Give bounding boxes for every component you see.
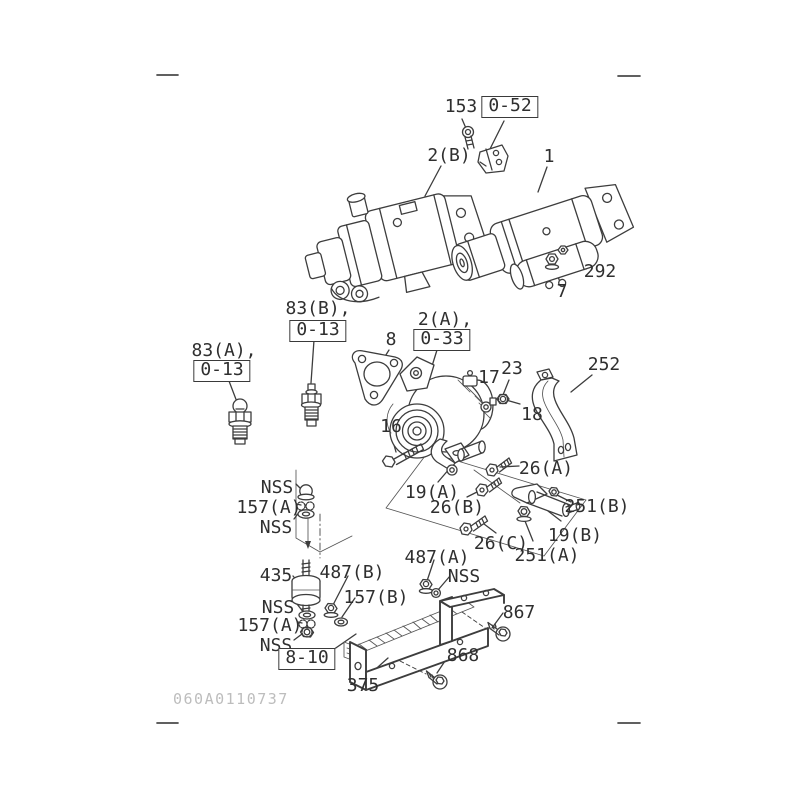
bolt-153-drawing	[461, 125, 475, 150]
nut-487a-drawing	[418, 578, 442, 599]
nut-251b-drawing	[548, 486, 560, 497]
part-label-16: 16	[380, 416, 402, 437]
part-label-1: 1	[543, 146, 555, 167]
bracket-0-52-drawing	[477, 144, 509, 174]
nut-251a-drawing	[516, 505, 532, 523]
part-label-18: 18	[521, 404, 543, 425]
down-arrow-icon	[305, 541, 311, 549]
part-label-153: 153	[444, 96, 478, 117]
bolt-867-drawing	[487, 621, 511, 642]
part-label-7: 7	[556, 281, 568, 302]
starter-motor-drawing	[451, 183, 635, 290]
nut-7-drawing	[544, 253, 560, 270]
section-ref-0-33: 0-33	[413, 329, 471, 351]
part-label-nss-3: NSS	[259, 517, 293, 538]
part-label-487a: 487(A)	[404, 547, 470, 568]
drawing-code: 060A0110737	[173, 690, 289, 708]
bracket-375-drawing	[349, 588, 505, 691]
washer-157b-drawing	[333, 617, 349, 627]
section-ref-8-10: 8-10	[278, 648, 336, 670]
part-label-157a-1: 157(A)	[236, 497, 302, 518]
generator-2b-drawing	[304, 192, 489, 303]
part-label-252: 252	[587, 354, 621, 375]
part-label-nss-1: NSS	[447, 566, 481, 587]
part-label-83a: 83(A),	[191, 340, 257, 361]
generator-2a-drawing	[386, 356, 494, 464]
part-label-26c: 26(C)	[473, 533, 529, 554]
arm-19a-drawing	[430, 438, 486, 476]
part-label-26a: 26(A)	[518, 458, 574, 479]
part-label-868: 868	[446, 645, 480, 666]
section-ref-0-13-b: 0-13	[289, 320, 347, 342]
part-label-23: 23	[501, 358, 523, 379]
part-label-26b: 26(B)	[429, 497, 485, 518]
nut-292-drawing	[557, 245, 569, 255]
part-label-8: 8	[385, 329, 397, 350]
part-label-19a: 19(A)	[404, 482, 460, 503]
part-label-17: 17	[478, 367, 500, 388]
part-label-nss-2: NSS	[260, 477, 294, 498]
bolt-26b-drawing	[475, 477, 503, 497]
registration-marks	[156, 74, 641, 724]
part-label-292: 292	[583, 261, 617, 282]
bolt-16-drawing	[381, 443, 425, 468]
part-label-251b: 251(B)	[564, 496, 630, 517]
part-label-19b: 19(B)	[547, 525, 603, 546]
part-label-435: 435	[259, 565, 293, 586]
gasket-8-drawing	[351, 350, 403, 406]
section-ref-0-13-a: 0-13	[193, 360, 251, 382]
part-label-487b: 487(B)	[319, 562, 385, 583]
part-label-867: 867	[502, 602, 536, 623]
part-label-375: 375	[346, 675, 380, 696]
part-label-2b: 2(B)	[427, 145, 471, 166]
nut-487b-drawing	[323, 602, 339, 618]
part-label-2a: 2(A),	[417, 309, 473, 330]
part-label-157b: 157(B)	[343, 587, 409, 608]
sensor-83b-drawing	[300, 383, 322, 427]
bolt-26c-drawing	[459, 515, 489, 536]
part-label-83b: 83(B),	[285, 298, 351, 319]
bolt-868-drawing	[425, 670, 448, 690]
washer-17-nut-23-drawing	[480, 393, 510, 413]
spacer-19b-drawing	[511, 483, 581, 518]
part-label-251a: 251(A)	[514, 545, 580, 566]
sensor-83a-drawing	[228, 398, 252, 445]
mount-435-stack-drawing	[291, 484, 321, 638]
part-label-nss-4: NSS	[261, 597, 295, 618]
bolt-26a-drawing	[485, 457, 513, 477]
part-label-157a-2: 157(A)	[237, 615, 303, 636]
section-ref-0-52: 0-52	[481, 96, 539, 118]
bracket-252-drawing	[531, 368, 578, 462]
